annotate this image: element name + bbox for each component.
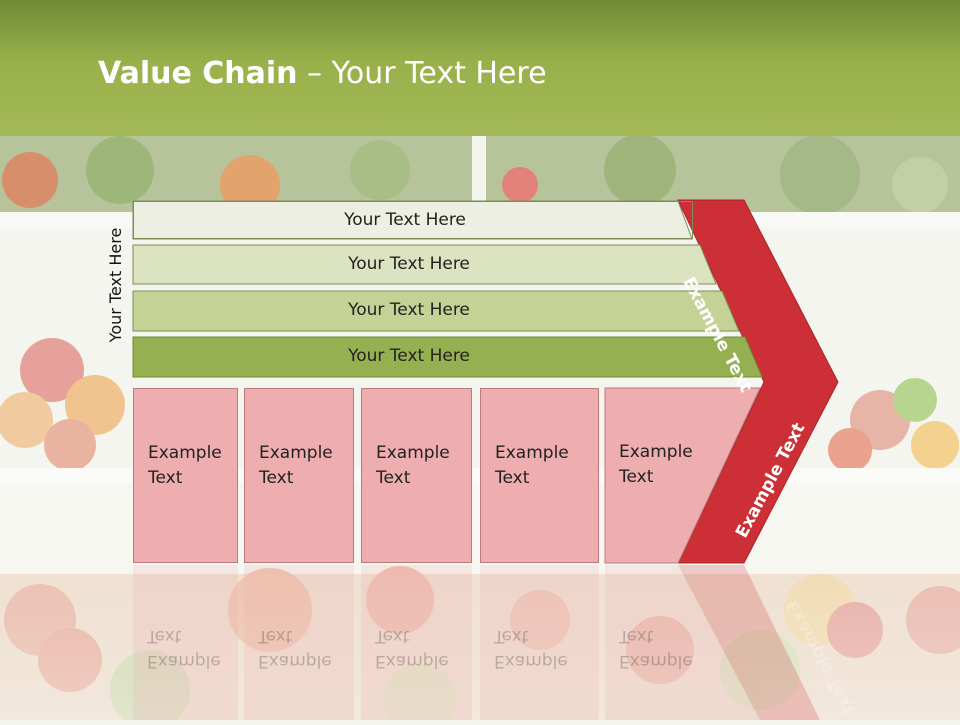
primary-box-2-reflection: Example Text: [258, 626, 332, 671]
title-bar: [0, 0, 960, 136]
primary-box-3-reflection: Example Text: [375, 626, 449, 671]
support-bar-label: Your Text Here: [344, 210, 466, 230]
primary-box-1-reflection: Example Text: [147, 626, 221, 671]
support-bar-2-shape: [132, 244, 717, 285]
support-bar-4: Your Text Here: [133, 337, 701, 375]
primary-box-1: Example Text: [133, 388, 238, 563]
support-bar-3: Your Text Here: [133, 291, 701, 329]
chevron-arrow: [677, 199, 839, 564]
primary-box-3: Example Text: [361, 388, 472, 563]
support-bar-label: Your Text Here: [348, 346, 470, 366]
support-bar-label: Your Text Here: [348, 254, 470, 274]
primary-box-5: Example Text: [619, 442, 693, 487]
primary-box-2: Example Text: [244, 388, 354, 563]
primary-box-5-shape: [604, 387, 761, 564]
slide-title: Value Chain – Your Text Here: [98, 56, 547, 91]
title-bold: Value Chain: [98, 56, 298, 91]
primary-box-4-reflection: Example Text: [494, 626, 568, 671]
support-bar-2: Your Text Here: [133, 245, 701, 283]
support-bar-1: Your Text Here: [133, 201, 693, 239]
primary-box-4: Example Text: [480, 388, 599, 563]
support-bar-3-shape: [132, 290, 740, 332]
support-bar-label: Your Text Here: [348, 300, 470, 320]
primary-box-5-reflection: Example Text: [619, 626, 693, 671]
title-rest: – Your Text Here: [297, 56, 547, 91]
support-bar-4-shape: [132, 336, 763, 378]
